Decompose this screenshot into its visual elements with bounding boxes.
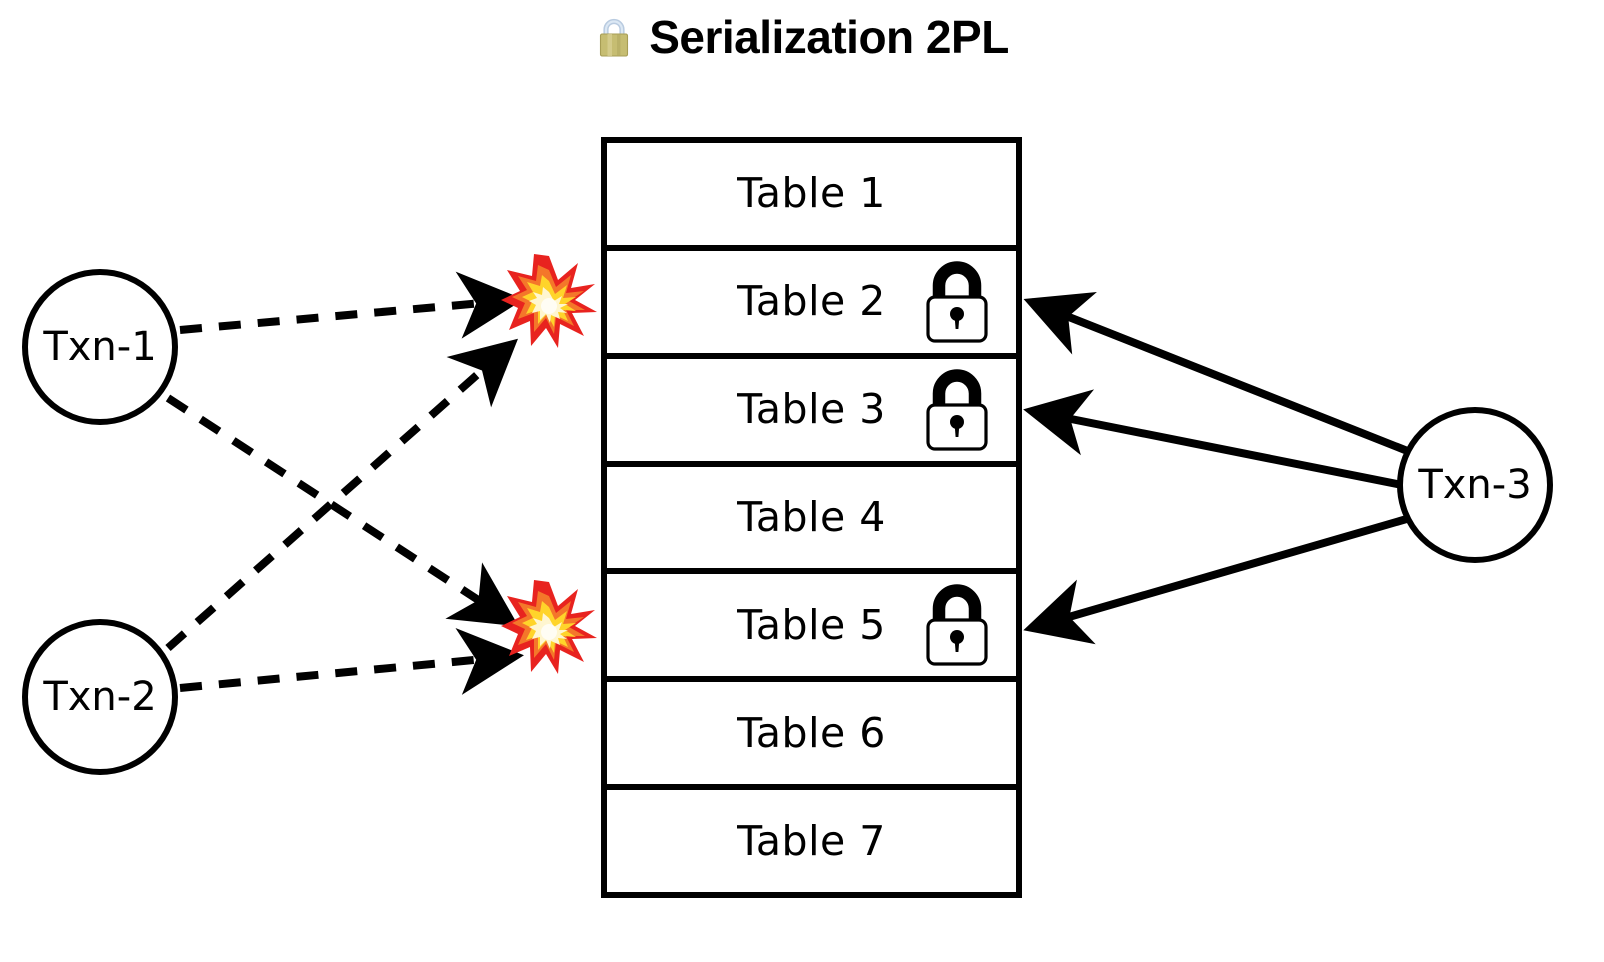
table-row[interactable]: Table 3 xyxy=(607,359,1016,467)
edge-txn1-table2 xyxy=(179,271,524,339)
edge-txn3-table3 xyxy=(1023,389,1403,489)
table-row[interactable]: Table 7 xyxy=(607,790,1016,892)
padlock-icon xyxy=(920,582,994,668)
txn-node-txn-2[interactable]: Txn-2 xyxy=(22,619,178,775)
txn-node-txn-1[interactable]: Txn-1 xyxy=(22,269,178,425)
txn-node-label: Txn-2 xyxy=(43,674,157,720)
table-row[interactable]: Table 4 xyxy=(607,467,1016,575)
lock-emoji-icon xyxy=(595,14,633,60)
table-row-label: Table 3 xyxy=(737,385,886,434)
padlock-icon xyxy=(920,367,994,453)
page-title-text: Serialization 2PL xyxy=(649,11,1009,63)
edge-txn1-table5 xyxy=(165,394,519,627)
txn-node-txn-3[interactable]: Txn-3 xyxy=(1397,407,1553,563)
table-row[interactable]: Table 6 xyxy=(607,682,1016,791)
table-row-label: Table 4 xyxy=(737,493,886,541)
database-table-stack: Table 1 Table 2 Table 3 xyxy=(601,137,1022,898)
table-row[interactable]: Table 5 xyxy=(607,574,1016,683)
table-row-label: Table 7 xyxy=(737,816,886,865)
page-title: Serialization 2PL xyxy=(0,14,1604,64)
table-row[interactable]: Table 2 xyxy=(607,251,1016,359)
table-row-label: Table 5 xyxy=(737,600,886,649)
title-row: Serialization 2PL xyxy=(595,14,1009,60)
txn-node-label: Txn-1 xyxy=(43,324,157,370)
edge-txn2-table2 xyxy=(165,338,518,651)
edge-txn3-table2 xyxy=(1023,291,1412,456)
padlock-icon xyxy=(920,259,994,345)
txn-node-label: Txn-3 xyxy=(1418,462,1532,508)
edge-txn2-table5 xyxy=(179,628,524,695)
table-row-label: Table 2 xyxy=(737,277,886,326)
collision-icon xyxy=(501,580,597,676)
collision-icon xyxy=(501,254,597,350)
table-row[interactable]: Table 1 xyxy=(607,143,1016,251)
edge-txn3-table5 xyxy=(1023,514,1412,645)
table-row-label: Table 1 xyxy=(737,169,886,218)
table-row-label: Table 6 xyxy=(737,708,886,757)
